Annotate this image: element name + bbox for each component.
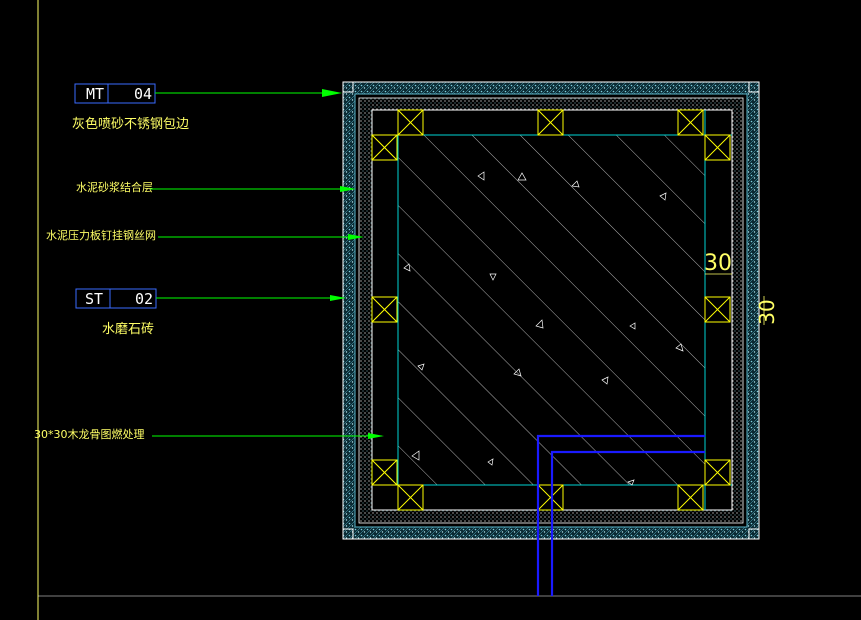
tag-label: 灰色喷砂不锈钢包边 bbox=[72, 116, 189, 132]
stud-box bbox=[371, 296, 398, 323]
stud-box bbox=[371, 459, 398, 486]
concrete-core bbox=[397, 134, 706, 486]
tag-label: 水磨石砖 bbox=[102, 322, 154, 337]
tag-code: MT bbox=[86, 85, 104, 103]
tag-mt04: MT 04 灰色喷砂不锈钢包边 bbox=[72, 83, 342, 132]
stud-box bbox=[704, 459, 731, 486]
tag-code: ST bbox=[85, 290, 103, 308]
leader-arrow bbox=[330, 295, 346, 301]
dim-v-text: 30 bbox=[755, 299, 779, 324]
corner-marks bbox=[342, 81, 760, 540]
wood-studs bbox=[371, 109, 731, 511]
tag-st02: ST 02 水磨石砖 bbox=[75, 288, 346, 337]
stud-box bbox=[677, 109, 704, 136]
stud-box bbox=[537, 109, 564, 136]
stud-box bbox=[677, 484, 704, 511]
dimension-vertical: 30 bbox=[755, 296, 779, 325]
stud-box bbox=[537, 484, 564, 511]
callout-text: 水泥砂浆结合层 bbox=[76, 180, 153, 194]
blue-pipe bbox=[536, 434, 705, 596]
callout-wood-stud: 30*30木龙骨图燃处理 bbox=[34, 427, 384, 441]
tag-number: 02 bbox=[135, 290, 153, 308]
aggregate-marks bbox=[403, 171, 684, 486]
leader-arrow bbox=[340, 186, 356, 192]
tag-number: 04 bbox=[134, 85, 152, 103]
stud-box bbox=[397, 109, 424, 136]
stud-box bbox=[397, 484, 424, 511]
callout-text: 30*30木龙骨图燃处理 bbox=[34, 427, 145, 441]
dimension-horizontal: 30 bbox=[704, 251, 732, 276]
leader-arrow bbox=[322, 89, 342, 97]
callout-mortar: 水泥砂浆结合层 bbox=[76, 180, 356, 194]
leader-arrow bbox=[348, 234, 364, 240]
dim-h-text: 30 bbox=[704, 251, 732, 276]
stud-box bbox=[704, 134, 731, 161]
leader-arrow bbox=[368, 433, 384, 439]
callout-cement-board: 水泥压力板钉挂钢丝网 bbox=[46, 228, 364, 242]
stud-box bbox=[371, 134, 398, 161]
callout-text: 水泥压力板钉挂钢丝网 bbox=[46, 228, 156, 242]
stud-box bbox=[704, 296, 731, 323]
